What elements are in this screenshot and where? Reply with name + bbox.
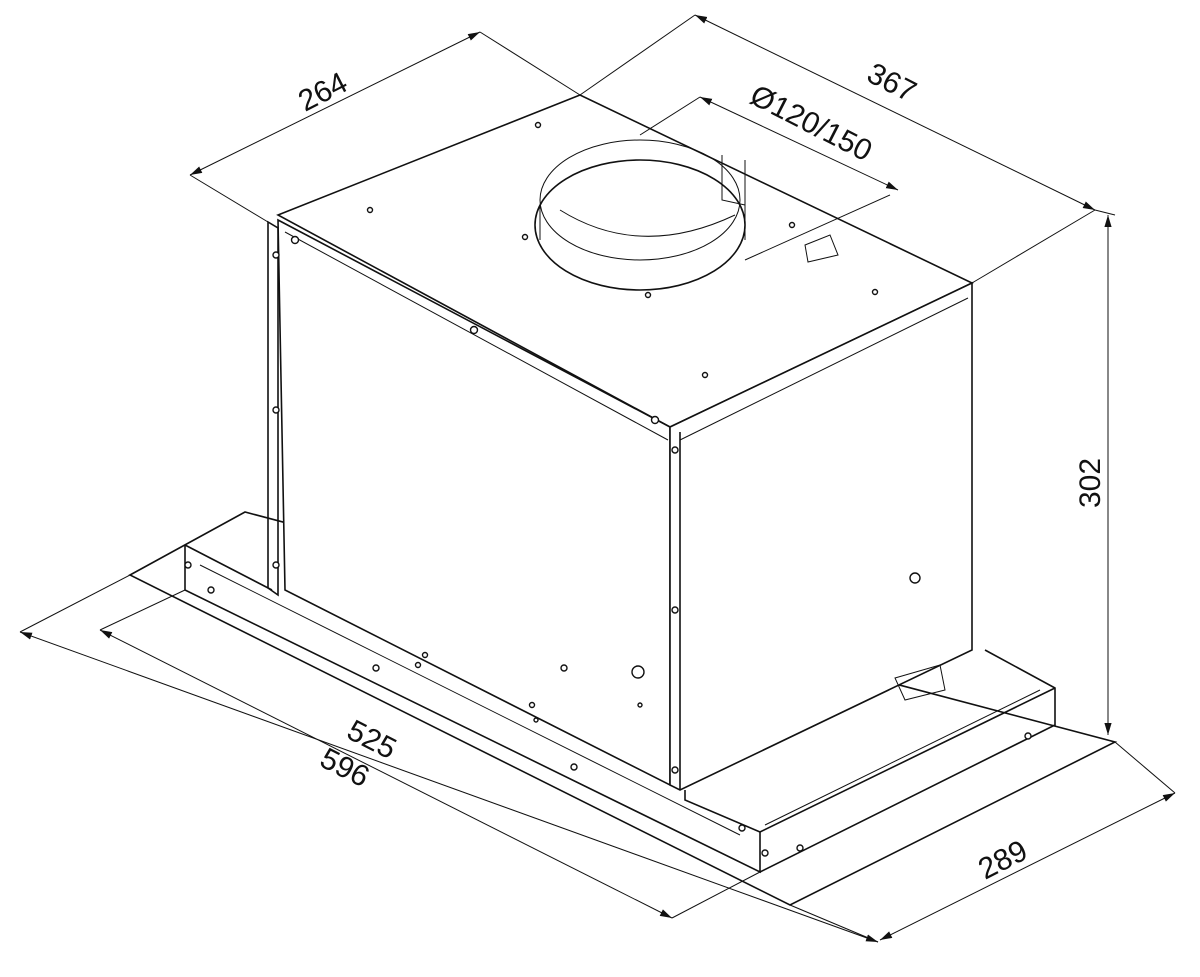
- dim-289: 289: [973, 834, 1033, 886]
- dim-duct-diameter: Ø120/150: [745, 79, 877, 168]
- duct-collar: [534, 139, 839, 291]
- dim-264: 264: [293, 66, 353, 118]
- dim-302: 302: [1074, 458, 1107, 508]
- dimension-lines: [19, 14, 1176, 943]
